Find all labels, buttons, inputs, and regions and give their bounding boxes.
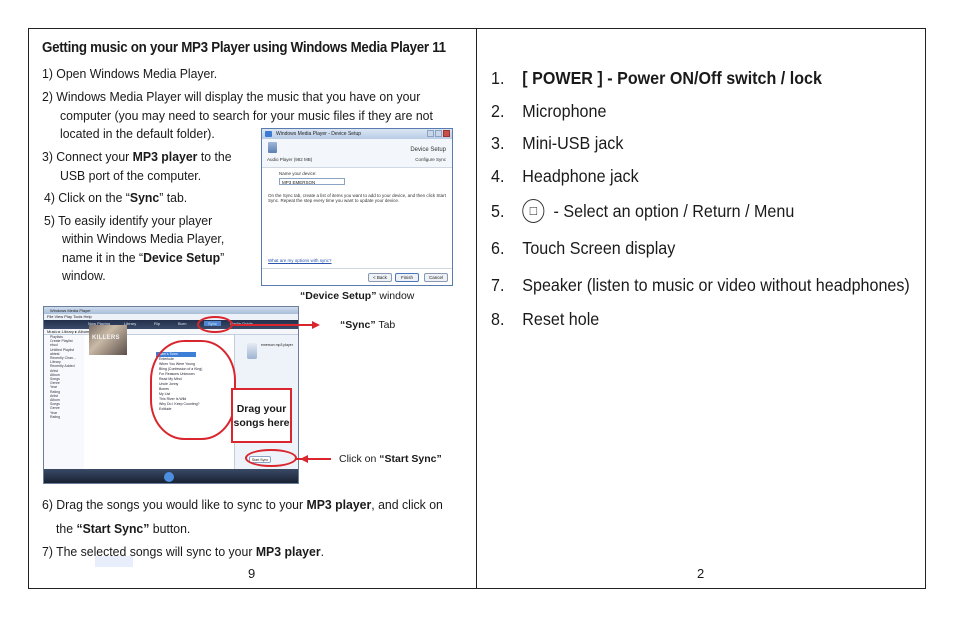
device-icon bbox=[268, 142, 277, 153]
wmp-playback-controls bbox=[44, 469, 298, 483]
sync-tab-highlight-ring bbox=[197, 316, 233, 333]
step-3-line-2: USB port of the computer. bbox=[60, 168, 202, 183]
feature-item-touchscreen: 6.Touch Screen display bbox=[491, 238, 676, 258]
device-setup-caption: “Device Setup” window bbox=[300, 290, 415, 302]
feature-item-mini-usb: 3.Mini-USB jack bbox=[491, 133, 624, 153]
step-2-line-2: computer (you may need to search for you… bbox=[60, 108, 433, 123]
device-name-field: MP3 EMERSON bbox=[279, 178, 345, 185]
back-button: < Back bbox=[368, 273, 392, 282]
step-7: 7) The selected songs will sync to your … bbox=[42, 544, 325, 559]
page-divider bbox=[476, 28, 477, 589]
feature-item-reset: 8.Reset hole bbox=[491, 309, 600, 329]
step-5-line-2: within Windows Media Player, bbox=[62, 231, 225, 246]
finish-button: Finish bbox=[395, 273, 419, 282]
page-number-left: 9 bbox=[248, 566, 256, 581]
page-heading: Getting music on your MP3 Player using W… bbox=[42, 40, 446, 56]
step-2-line-3: located in the default folder). bbox=[60, 126, 215, 141]
step-5-line-3: name it in the “Device Setup” bbox=[62, 250, 225, 265]
window-controls bbox=[426, 130, 450, 137]
sync-tab-arrow bbox=[312, 321, 320, 329]
feature-item-speaker: 7.Speaker (listen to music or video with… bbox=[491, 275, 910, 295]
device-setup-header: Device Setup Audio Player (982 MB) Confi… bbox=[262, 139, 452, 168]
feature-item-power: 1.[ POWER ] - Power ON/Off switch / lock bbox=[491, 68, 822, 88]
select-button-icon: □ bbox=[522, 198, 545, 223]
sync-tab-caption: “Sync” Tab bbox=[340, 319, 396, 331]
close-icon bbox=[443, 130, 450, 137]
step-5-line-1: 5) To easily identify your player bbox=[44, 213, 213, 228]
wmp-icon bbox=[265, 131, 272, 137]
step-6-line-2: the “Start Sync” button. bbox=[56, 521, 191, 536]
step-3-line-1: 3) Connect your MP3 player to the bbox=[42, 149, 232, 164]
page-frame bbox=[28, 28, 926, 589]
start-sync-highlight-ring bbox=[245, 449, 297, 467]
step-1: 1) Open Windows Media Player. bbox=[42, 66, 218, 81]
player-icon bbox=[247, 343, 257, 359]
step-6-line-1: 6) Drag the songs you would like to sync… bbox=[42, 497, 443, 512]
play-icon bbox=[164, 472, 174, 482]
step-5-line-4: window. bbox=[62, 268, 106, 283]
feature-item-headphone: 4.Headphone jack bbox=[491, 166, 639, 186]
device-setup-screenshot: Windows Media Player - Device Setup Devi… bbox=[261, 128, 453, 286]
page-number-right: 2 bbox=[697, 566, 705, 581]
cancel-button: Cancel bbox=[424, 273, 448, 282]
album-art: KILLERS bbox=[89, 325, 127, 355]
feature-item-microphone: 2.Microphone bbox=[491, 101, 607, 121]
step-2-line-1: 2) Windows Media Player will display the… bbox=[42, 89, 421, 104]
start-sync-caption: Click on “Start Sync” bbox=[339, 453, 442, 465]
drag-area-ring bbox=[150, 340, 236, 440]
device-setup-titlebar: Windows Media Player - Device Setup bbox=[262, 129, 452, 139]
step-4: 4) Click on the “Sync” tab. bbox=[44, 190, 188, 205]
feature-item-select: 5.□- Select an option / Return / Menu bbox=[491, 198, 794, 223]
